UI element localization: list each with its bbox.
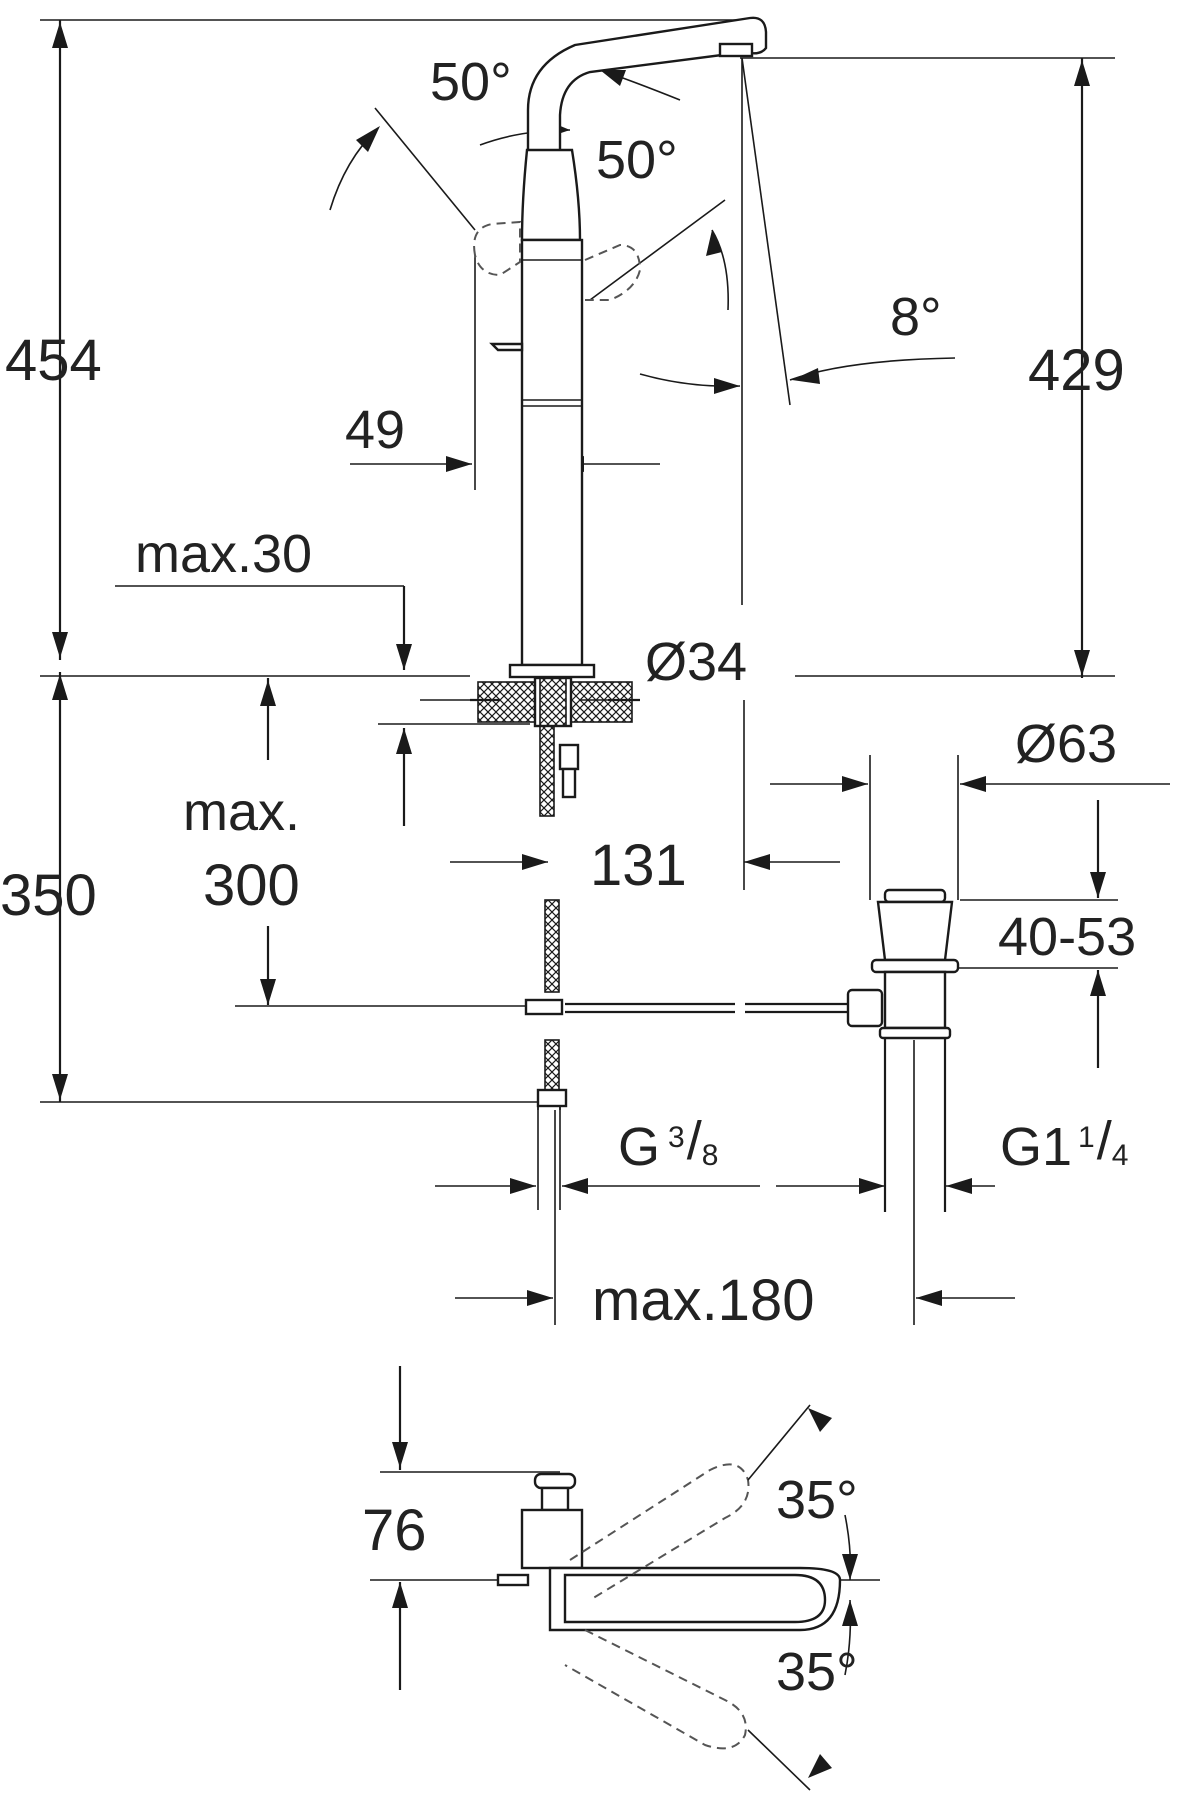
label-overall-height: 454 bbox=[5, 328, 102, 393]
label-plan-depth: 76 bbox=[362, 1498, 427, 1563]
dimension-labels: 454 429 50° 50° 8° 49 max.30 Ø34 Ø63 350… bbox=[0, 52, 1136, 1702]
waste-assembly bbox=[846, 888, 960, 1212]
label-max-word: max. bbox=[183, 782, 300, 842]
faucet-body bbox=[473, 16, 768, 679]
label-spout-height: 429 bbox=[1028, 338, 1125, 403]
popup-linkage bbox=[524, 998, 850, 1016]
label-spout-tilt: 8° bbox=[890, 287, 942, 347]
label-waste-offset: 131 bbox=[590, 833, 687, 898]
label-plan-angle-top: 35° bbox=[776, 1470, 858, 1530]
label-max-distance: max.180 bbox=[592, 1268, 814, 1333]
label-plan-angle-bottom: 35° bbox=[776, 1642, 858, 1702]
label-lever-length: 49 bbox=[345, 400, 405, 460]
plan-view bbox=[370, 1366, 880, 1791]
deck-section bbox=[470, 676, 640, 728]
label-waste-height: 40-53 bbox=[998, 907, 1136, 967]
label-max-value: 300 bbox=[203, 853, 300, 918]
supply-hose bbox=[536, 725, 580, 1110]
dimension-lines bbox=[40, 19, 1170, 1325]
label-base-diameter: Ø34 bbox=[645, 632, 747, 692]
label-below-deck: 350 bbox=[0, 863, 97, 928]
label-spout-swivel-angle: 50° bbox=[430, 52, 512, 112]
label-lever-angle: 50° bbox=[596, 130, 678, 190]
label-waste-diameter: Ø63 bbox=[1015, 714, 1117, 774]
label-max-deck: max.30 bbox=[135, 524, 312, 584]
